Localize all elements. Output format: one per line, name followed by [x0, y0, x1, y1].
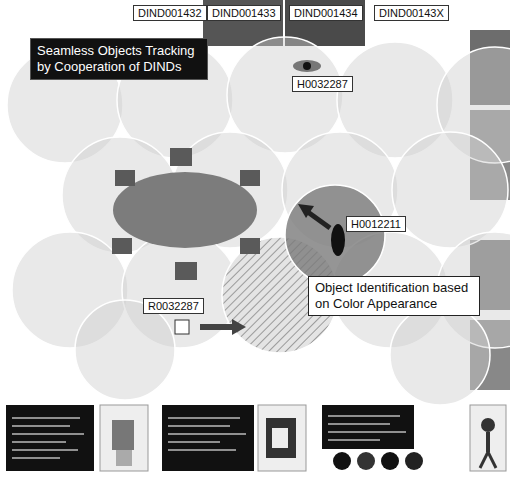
node-text: DIND001434 [294, 7, 358, 19]
node-text: DIND00143X [379, 7, 444, 19]
node-text: Object Identification based on Color App… [315, 280, 473, 312]
node-label: DIND001433 [207, 5, 281, 21]
node-text: Seamless Objects Tracking by Cooperation… [37, 43, 201, 75]
node-text: R0032287 [148, 300, 199, 312]
node-label: DIND001434 [289, 5, 363, 21]
node-text: DIND001433 [212, 7, 276, 19]
node-text: H0032287 [297, 78, 348, 90]
node-label: DIND001432 [133, 5, 207, 21]
title-box: Seamless Objects Tracking by Cooperation… [30, 38, 208, 80]
node-text: H0012211 [351, 218, 401, 230]
object-id: H0032287 [292, 76, 353, 92]
object-id: R0032287 [143, 298, 204, 314]
node-text: DIND001432 [138, 7, 202, 19]
object-id: H0012211 [346, 216, 406, 232]
callout-box: Object Identification based on Color App… [308, 276, 480, 316]
node-label: DIND00143X [374, 5, 449, 21]
